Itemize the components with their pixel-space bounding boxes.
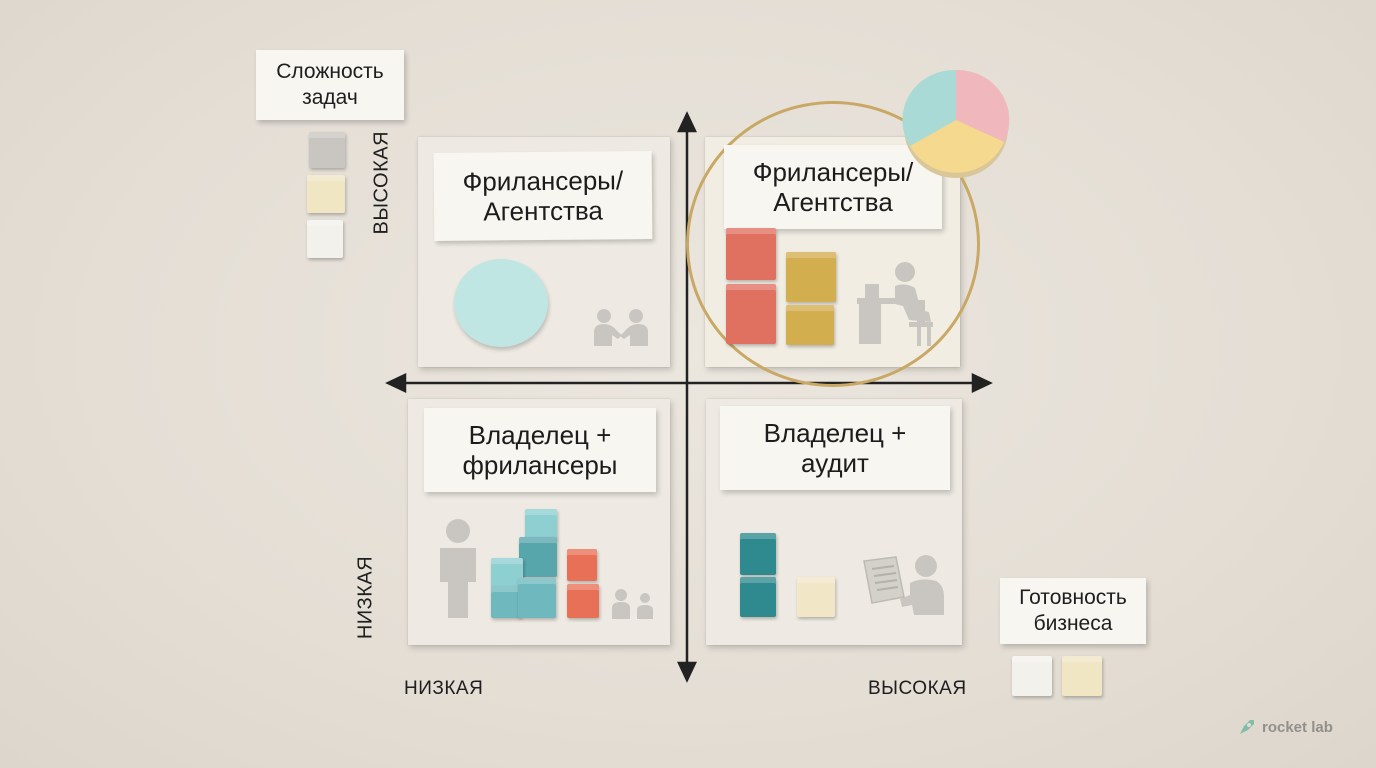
teal-block-2	[491, 586, 521, 618]
coral-block-bottom	[726, 284, 776, 344]
quadrant-top-left-label: Фрилансеры/ Агентства	[433, 151, 653, 241]
cube-white	[307, 220, 343, 258]
x-axis-title-line2: бизнеса	[1033, 612, 1113, 635]
quadrant-bottom-right-label: Владелец + аудит	[720, 406, 950, 490]
quadrant-top-left-line2: Агентства	[483, 195, 604, 227]
cube-cream	[307, 175, 345, 213]
quadrant-top-right-line1: Фрилансеры/	[752, 157, 914, 187]
coral-block-small-bottom	[567, 584, 599, 618]
highlight-ring	[686, 101, 980, 387]
person-reading-document-icon	[860, 553, 946, 619]
quadrant-bottom-right-line1: Владелец +	[763, 418, 907, 448]
quadrant-bottom-right-line2: аудит	[801, 448, 869, 478]
mint-circle	[454, 259, 548, 347]
cube-white-x	[1012, 656, 1052, 696]
brand-logo: rocket lab	[1238, 718, 1333, 736]
quadrant-top-left-line1: Фрилансеры/	[462, 165, 624, 197]
light-teal-block-1	[525, 509, 557, 539]
light-teal-block-2	[491, 558, 523, 588]
x-axis-low-label: НИЗКАЯ	[404, 678, 484, 699]
cube-gray	[309, 132, 345, 168]
y-axis-title-line2: задач	[302, 86, 358, 109]
y-axis-title-line1: Сложность	[276, 60, 384, 83]
mustard-block-bottom	[786, 305, 834, 345]
coral-block-small-top	[567, 549, 597, 581]
handshake-icon	[592, 308, 650, 348]
quadrant-bottom-left-label: Владелец + фрилансеры	[424, 408, 656, 492]
quadrant-bottom-left-line2: фрилансеры	[462, 450, 618, 480]
cream-block	[797, 577, 835, 617]
teal-dark-block-bottom	[740, 577, 776, 617]
coral-block-top	[726, 228, 776, 280]
x-axis-title-line1: Готовность	[1019, 586, 1127, 609]
teal-block-1	[519, 537, 557, 577]
worker-at-desk-icon	[855, 260, 941, 348]
mustard-block-top	[786, 252, 836, 302]
brand-name: rocket lab	[1262, 718, 1333, 736]
people-pair-icon	[610, 588, 656, 620]
teal-dark-block-top	[740, 533, 776, 575]
x-axis-title: Готовность бизнеса	[1000, 578, 1146, 644]
quadrant-top-right-line2: Агентства	[773, 187, 893, 217]
person-icon	[436, 518, 480, 620]
teal-block-3	[518, 578, 556, 618]
pie-chart-icon	[900, 66, 1012, 178]
quadrant-top-right-label: Фрилансеры/ Агентства	[724, 145, 942, 229]
cube-cream-x	[1062, 656, 1102, 696]
y-axis-title: Сложность задач	[256, 50, 404, 120]
quadrant-bottom-left-line1: Владелец +	[468, 420, 612, 450]
x-axis-high-label: ВЫСОКАЯ	[868, 678, 967, 699]
rocket-logo-icon	[1240, 720, 1254, 734]
